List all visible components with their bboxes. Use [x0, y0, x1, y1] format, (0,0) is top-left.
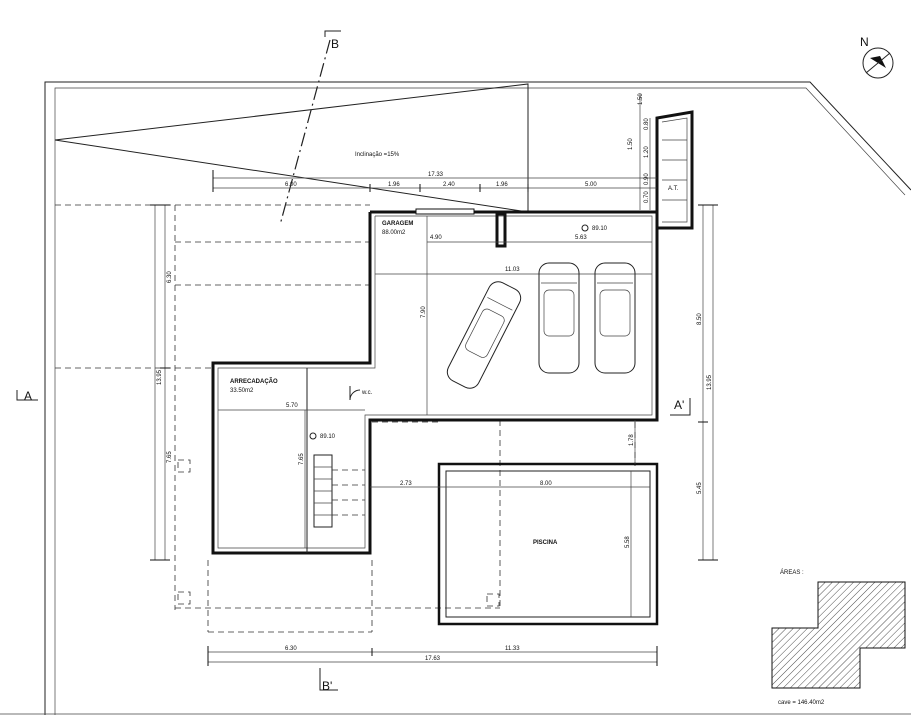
north-arrow: N	[860, 35, 894, 79]
section-a: A A'	[16, 389, 691, 416]
storage-room: ARRECADAÇÃO 33.50m2 5.70 89.10 7.65 w.c.	[218, 378, 373, 548]
section-b-label: B	[331, 37, 339, 51]
piscina-name: PISCINA	[533, 540, 558, 546]
svg-text:2.40: 2.40	[443, 182, 455, 188]
svg-text:0.90: 0.90	[644, 173, 650, 185]
svg-text:1.20: 1.20	[644, 146, 650, 158]
svg-text:7.90: 7.90	[421, 306, 427, 318]
svg-text:13.95: 13.95	[157, 369, 163, 385]
north-label: N	[860, 35, 869, 49]
areas-cave: cave = 146.40m2	[778, 700, 825, 706]
areas-legend: ÁREAS : cave = 146.40m2	[771, 569, 906, 706]
svg-text:8.00: 8.00	[540, 481, 552, 487]
section-a-prime-label: A'	[674, 398, 684, 412]
svg-text:6.30: 6.30	[167, 271, 173, 283]
svg-text:13.95: 13.95	[707, 374, 713, 390]
svg-text:5.63: 5.63	[575, 235, 587, 241]
left-dimensions: 6.30 13.95 7.65	[150, 204, 173, 561]
car-right	[594, 262, 636, 374]
svg-text:1.50: 1.50	[638, 93, 644, 105]
car-angled	[446, 281, 522, 389]
svg-text:1.96: 1.96	[496, 182, 508, 188]
stair-dimensions: 1.50 1.50 0.80 1.20 0.90 0.70	[628, 93, 651, 210]
at-label: A.T.	[668, 186, 679, 192]
svg-text:1.78: 1.78	[629, 434, 635, 446]
svg-text:8.50: 8.50	[697, 313, 703, 325]
svg-text:17.33: 17.33	[428, 172, 444, 178]
svg-text:1.50: 1.50	[628, 138, 634, 150]
arrecadacao-area: 33.50m2	[230, 388, 254, 394]
svg-text:2.73: 2.73	[400, 481, 412, 487]
svg-text:0.70: 0.70	[644, 191, 650, 203]
wc-label: w.c.	[361, 390, 373, 396]
garagem-name: GARAGEM	[382, 221, 413, 227]
cars	[446, 262, 636, 389]
section-b-prime-label: B'	[322, 679, 332, 693]
svg-text:5.00: 5.00	[585, 182, 597, 188]
svg-text:11.33: 11.33	[505, 646, 520, 652]
arrecadacao-level: 89.10	[320, 434, 336, 440]
svg-text:6.00: 6.00	[285, 182, 297, 188]
swimming-pool: PISCINA 2.73 8.00 1.78 5.58	[370, 420, 659, 626]
section-b: B B'	[279, 30, 341, 693]
svg-text:11.03: 11.03	[505, 267, 520, 273]
ramp-slope-label: Inclinação =15%	[355, 152, 400, 158]
svg-text:5.58: 5.58	[625, 536, 631, 548]
svg-text:17.63: 17.63	[425, 656, 441, 662]
garagem-area: 88.00m2	[382, 230, 406, 236]
access-ramp: Inclinação =15%	[54, 83, 529, 213]
bottom-dimensions: 6.30 11.33 17.63	[207, 646, 658, 666]
svg-text:1.96: 1.96	[388, 182, 400, 188]
top-dimensions: 17.33 6.00 1.96 2.40 1.96 5.00	[212, 170, 658, 192]
section-a-label: A	[24, 389, 32, 403]
building-walls	[211, 208, 659, 555]
car-middle	[538, 262, 580, 374]
svg-text:5.70: 5.70	[286, 403, 298, 409]
svg-text:7.65: 7.65	[167, 451, 173, 463]
plot-boundary	[0, 81, 911, 715]
svg-text:0.80: 0.80	[644, 118, 650, 130]
svg-text:6.30: 6.30	[285, 646, 297, 652]
right-dimensions: 8.50 13.95 5.45	[697, 204, 718, 561]
garagem-level: 89.10	[592, 226, 608, 232]
garage: GARAGEM 88.00m2 89.10 4.90 5.63 11.03 7.…	[375, 216, 652, 415]
svg-text:7.65: 7.65	[299, 453, 305, 465]
svg-text:4.90: 4.90	[430, 235, 442, 241]
arrecadacao-name: ARRECADAÇÃO	[230, 378, 278, 385]
stair-tower: A.T.	[655, 110, 694, 230]
svg-text:5.45: 5.45	[697, 482, 703, 494]
areas-title: ÁREAS :	[780, 569, 804, 576]
